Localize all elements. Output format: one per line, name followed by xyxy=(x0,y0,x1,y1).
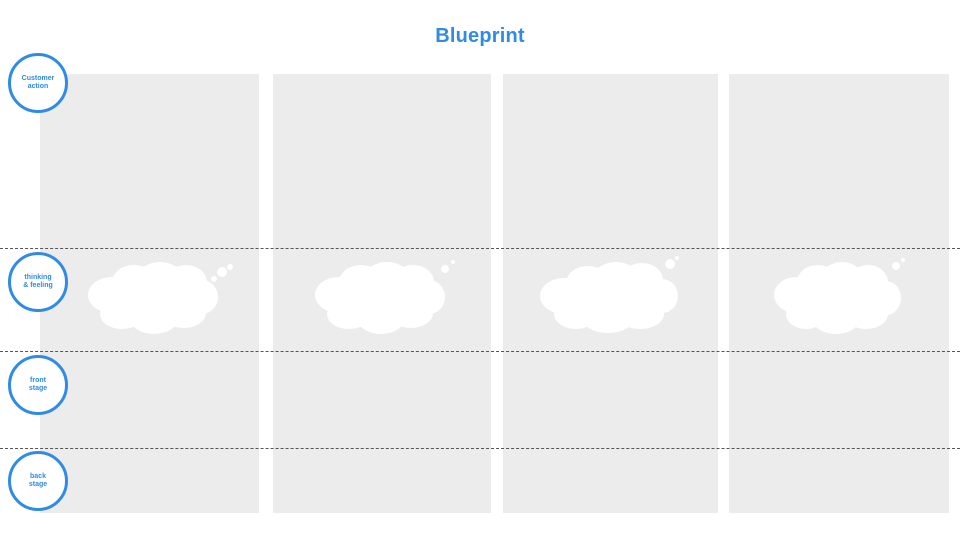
row-label-thinking-feeling: thinking & feeling xyxy=(8,252,68,312)
row-label-text: Customer action xyxy=(21,75,55,90)
page-title: Blueprint xyxy=(435,25,525,47)
row-divider-thinking xyxy=(0,248,960,249)
row-divider-front-stage xyxy=(0,351,960,352)
thought-cloud-icon xyxy=(311,258,461,338)
row-label-text: front stage xyxy=(28,377,48,392)
row-label-text: back stage xyxy=(28,473,48,488)
thought-cloud-icon xyxy=(536,256,686,336)
thought-cloud-icon xyxy=(84,258,234,338)
thought-cloud-icon xyxy=(770,258,920,338)
row-label-back-stage: back stage xyxy=(8,451,68,511)
row-label-text: thinking & feeling xyxy=(23,274,53,289)
row-label-customer-action: Customer action xyxy=(8,53,68,113)
row-label-front-stage: front stage xyxy=(8,355,68,415)
row-divider-back-stage xyxy=(0,448,960,449)
